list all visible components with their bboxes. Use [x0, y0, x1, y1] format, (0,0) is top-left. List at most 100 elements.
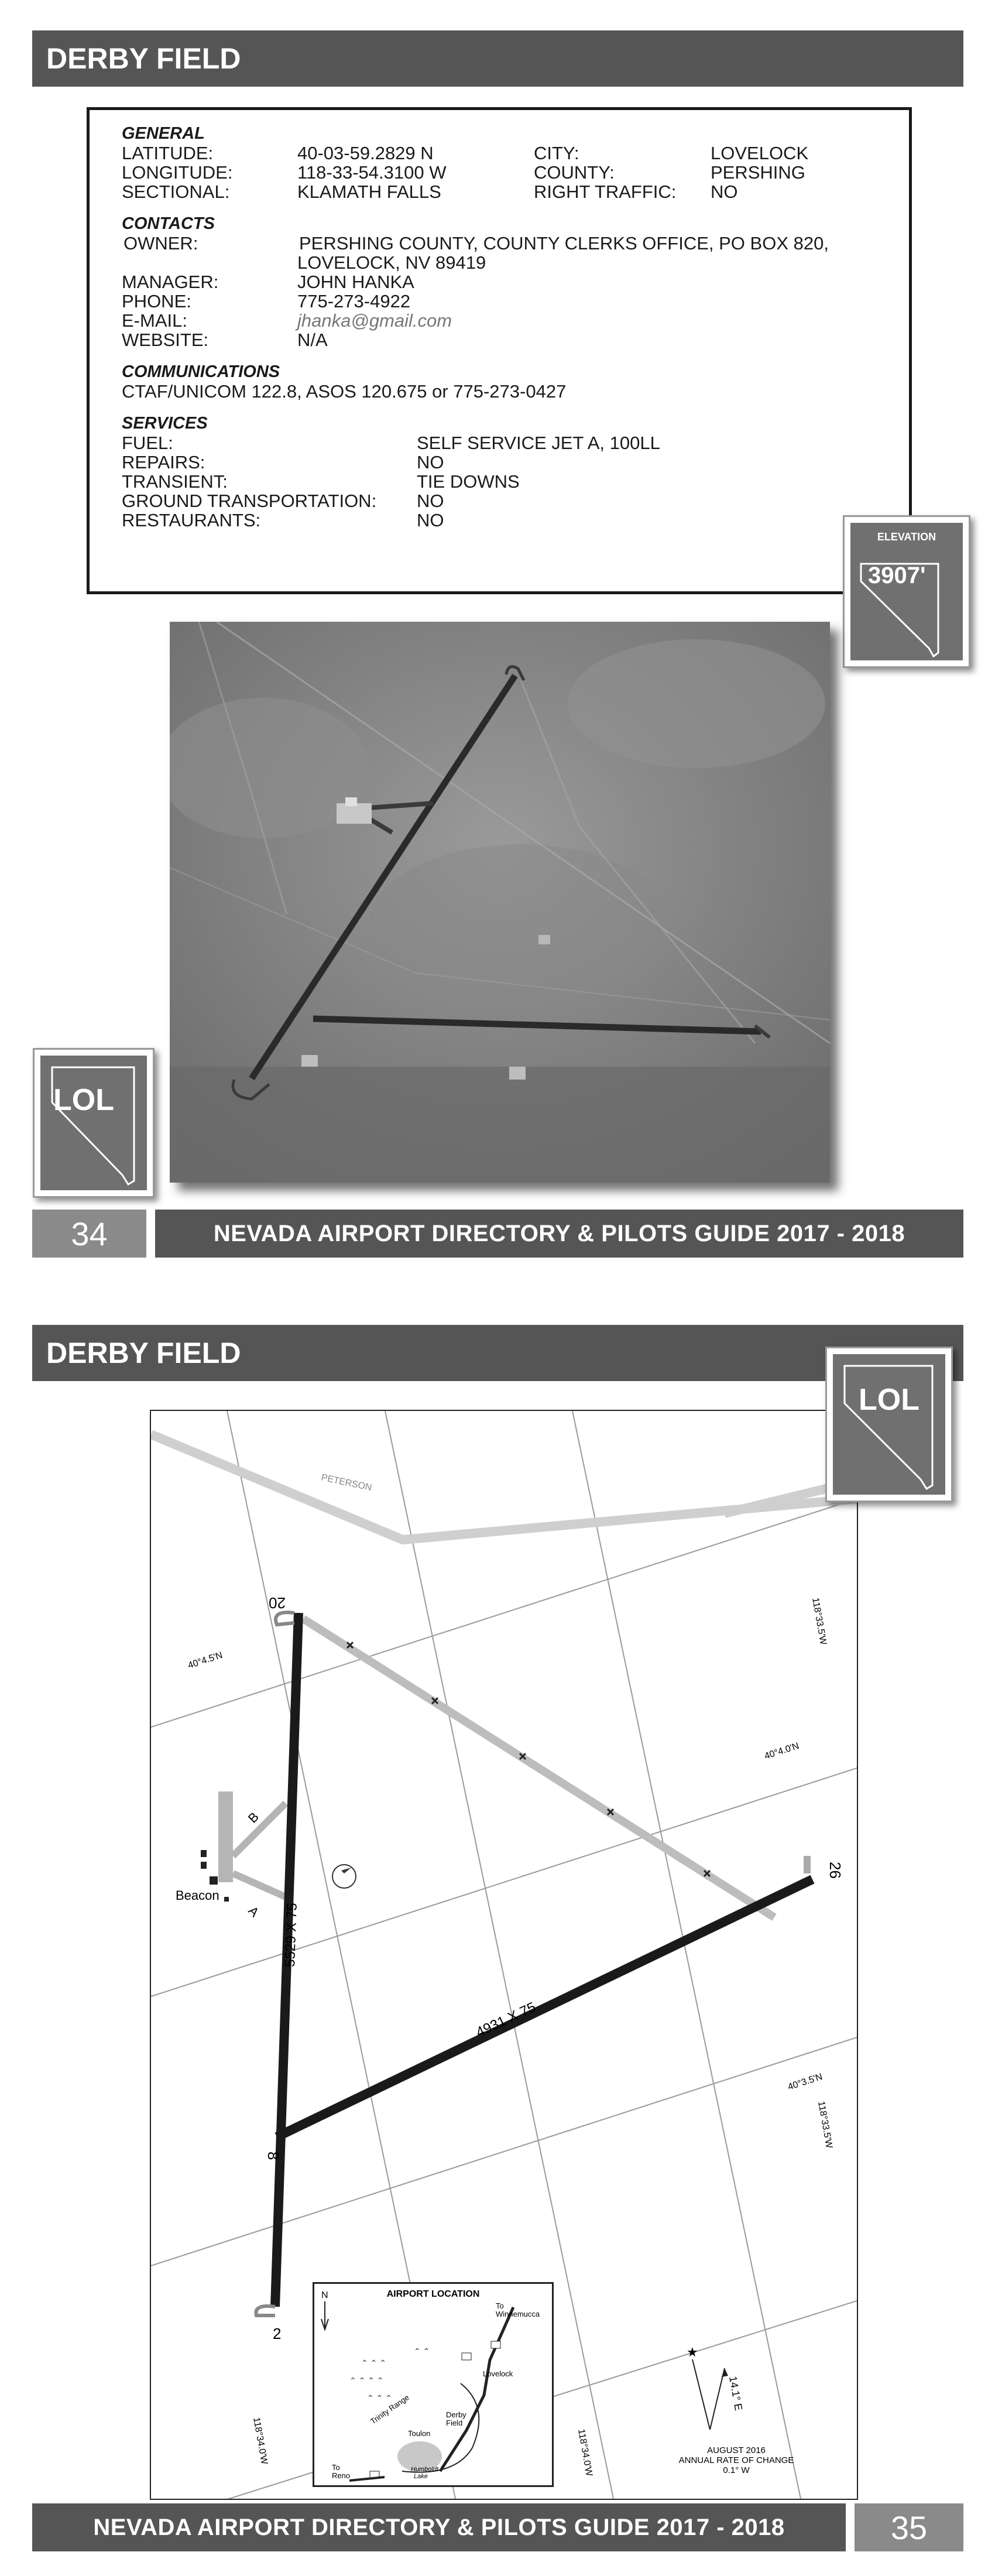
page-title: DERBY FIELD: [46, 1337, 241, 1369]
north-arrow-icon: [321, 2301, 329, 2332]
elevation-badge: ELEVATION 3907': [843, 515, 970, 668]
north-label: N: [321, 2290, 328, 2300]
inset-humboldt-2: Lake: [414, 2473, 428, 2480]
communications-heading: COMMUNICATIONS: [122, 362, 280, 381]
runway-2-20-dimensions: 5529 X 75: [282, 1903, 300, 1967]
taxiway-b-label: B: [245, 1809, 262, 1825]
svg-text:★: ★: [687, 2345, 698, 2359]
airport-code: LOL: [53, 1083, 114, 1117]
phone-label: PHONE:: [122, 291, 191, 311]
svg-text:⌃ ⌃: ⌃ ⌃: [414, 2347, 430, 2356]
website-value: N/A: [297, 330, 328, 350]
airport-code: LOL: [859, 1383, 919, 1417]
repairs-label: REPAIRS:: [122, 452, 205, 472]
fuel-label: FUEL:: [122, 433, 173, 453]
longitude-tick-4: 118°34.0'W: [576, 2428, 594, 2478]
inset-derby-1: Derby: [446, 2410, 466, 2419]
page-number: 35: [855, 2503, 963, 2551]
svg-text:⌃ ⌃ ⌃: ⌃ ⌃ ⌃: [361, 2358, 386, 2368]
elevation-label: ELEVATION: [877, 531, 936, 543]
airport-aerial-photo: [170, 622, 830, 1183]
magnetic-variation: 14.1° E: [727, 2375, 744, 2411]
longitude-value: 118-33-54.3100 W: [297, 162, 447, 183]
page-title: DERBY FIELD: [46, 42, 241, 75]
inset-to-reno-2: Reno: [332, 2471, 350, 2480]
latitude-tick-1: 40°4.5'N: [187, 1650, 224, 1671]
ground-transportation-value: NO: [417, 491, 444, 511]
email-link[interactable]: jhanka@gmail.com: [297, 310, 452, 331]
longitude-tick-2: 118°33.5'W: [816, 2101, 834, 2150]
restaurants-value: NO: [417, 510, 444, 530]
phone-value: 775-273-4922: [297, 291, 411, 311]
footer-bar: NEVADA AIRPORT DIRECTORY & PILOTS GUIDE …: [32, 2503, 846, 2551]
owner-line-2: LOVELOCK, NV 89419: [297, 252, 486, 273]
fuel-value: SELF SERVICE JET A, 100LL: [417, 433, 660, 453]
inset-to-reno-1: To: [332, 2463, 340, 2472]
longitude-tick-3: 118°34.0'W: [251, 2417, 269, 2466]
ground-transportation-label: GROUND TRANSPORTATION:: [122, 491, 377, 511]
svg-text:⌃ ⌃ ⌃: ⌃ ⌃ ⌃: [367, 2393, 392, 2403]
latitude-label: LATITUDE:: [122, 143, 214, 163]
nevada-outline-icon: [843, 1365, 934, 1491]
latitude-tick-2: 40°4.0'N: [763, 1741, 800, 1762]
inset-to-winnemucca-2: Winnemucca: [496, 2310, 540, 2318]
sectional-label: SECTIONAL:: [122, 181, 230, 202]
airport-diagram: PETERSON 20 2 26 8 5529 X 75: [149, 1410, 858, 2524]
footer-bar: NEVADA AIRPORT DIRECTORY & PILOTS GUIDE …: [155, 1210, 963, 1258]
county-label: COUNTY:: [534, 162, 615, 183]
repairs-value: NO: [417, 452, 444, 472]
county-value: PERSHING: [711, 162, 805, 183]
road-label: PETERSON: [320, 1472, 373, 1493]
owner-line-1: PERSHING COUNTY, COUNTY CLERKS OFFICE, P…: [299, 233, 829, 254]
restaurants-label: RESTAURANTS:: [122, 510, 261, 530]
beacon-label: Beacon: [176, 1888, 219, 1903]
general-heading: GENERAL: [122, 124, 205, 143]
manager-value: JOHN HANKA: [297, 272, 414, 292]
contacts-heading: CONTACTS: [122, 214, 215, 233]
inset-title: AIRPORT LOCATION: [387, 2289, 480, 2299]
sectional-value: KLAMATH FALLS: [297, 181, 441, 202]
longitude-label: LONGITUDE:: [122, 162, 233, 183]
nevada-outline-icon: [51, 1066, 135, 1186]
communications-text: CTAF/UNICOM 122.8, ASOS 120.675 or 775-2…: [122, 381, 567, 402]
website-label: WEBSITE:: [122, 330, 209, 350]
services-heading: SERVICES: [122, 414, 208, 433]
airport-location-inset: AIRPORT LOCATION N ⌃ ⌃ ⌃ ⌃ ⌃ ⌃ ⌃ ⌃ ⌃ ⌃ ⌃ ⌃…: [313, 2282, 554, 2487]
magvar-note-rate: 0.1° W: [723, 2465, 750, 2475]
city-label: CITY:: [534, 143, 579, 163]
footer-text: NEVADA AIRPORT DIRECTORY & PILOTS GUIDE …: [213, 1220, 905, 1246]
page-title-bar: DERBY FIELD: [32, 1325, 963, 1381]
inset-to-winnemucca-1: To: [496, 2301, 504, 2310]
right-traffic-value: NO: [711, 181, 738, 202]
taxiway-a-label: A: [245, 1903, 262, 1920]
airport-info-box: GENERAL LATITUDE: 40-03-59.2829 N CITY: …: [87, 107, 912, 594]
inset-derby-2: Field: [446, 2419, 462, 2427]
owner-label: OWNER:: [123, 233, 198, 254]
airport-code-badge: LOL: [825, 1347, 953, 1502]
manager-label: MANAGER:: [122, 272, 219, 292]
inset-humboldt-1: Humboldt: [411, 2466, 439, 2473]
longitude-tick-1: 118°33.5'W: [810, 1597, 828, 1646]
runway-26-label: 26: [826, 1862, 844, 1879]
right-traffic-label: RIGHT TRAFFIC:: [534, 181, 677, 202]
magvar-note-date: AUGUST 2016: [707, 2445, 766, 2455]
page-title-bar: DERBY FIELD: [32, 30, 963, 87]
svg-text:⌃ ⌃ ⌃ ⌃: ⌃ ⌃ ⌃ ⌃: [349, 2376, 384, 2385]
inset-lovelock: Lovelock: [483, 2369, 513, 2378]
transient-label: TRANSIENT:: [122, 471, 228, 492]
latitude-tick-3: 40°3.5'N: [787, 2072, 824, 2092]
runway-2-label: 2: [273, 2325, 281, 2342]
runway-8-label: 8: [265, 2152, 282, 2160]
transient-value: TIE DOWNS: [417, 471, 520, 492]
elevation-value: 3907': [868, 563, 926, 588]
airport-code-badge: LOL: [33, 1048, 155, 1198]
latitude-value: 40-03-59.2829 N: [297, 143, 434, 163]
runway-20-label: 20: [269, 1594, 286, 1612]
inset-toulon: Toulon: [408, 2429, 430, 2438]
footer-text: NEVADA AIRPORT DIRECTORY & PILOTS GUIDE …: [93, 2514, 785, 2540]
page-number: 34: [32, 1210, 146, 1258]
nevada-outline-icon: [860, 563, 939, 658]
email-label: E-MAIL:: [122, 310, 187, 331]
magvar-note-rate-label: ANNUAL RATE OF CHANGE: [679, 2455, 794, 2465]
city-value: LOVELOCK: [711, 143, 809, 163]
